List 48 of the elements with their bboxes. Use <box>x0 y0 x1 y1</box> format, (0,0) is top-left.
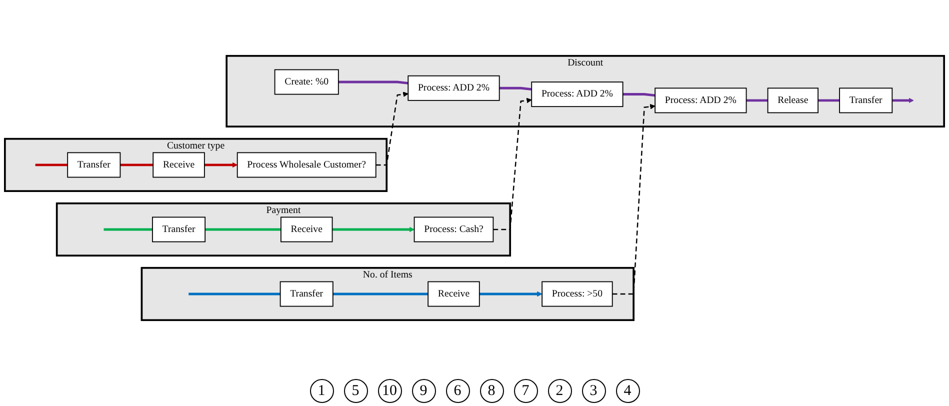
connector <box>332 292 428 296</box>
arrow <box>493 98 532 230</box>
node-box <box>280 281 334 307</box>
callout-number: 5 <box>344 379 368 403</box>
cluster <box>226 54 945 128</box>
arrow <box>332 226 415 232</box>
node-box <box>542 281 613 307</box>
connector <box>205 228 281 231</box>
arrow <box>204 162 238 168</box>
connector <box>35 164 68 166</box>
arrow <box>376 92 408 166</box>
cluster <box>4 138 388 192</box>
node-box <box>152 152 205 178</box>
arrow <box>892 98 914 104</box>
node-box <box>428 281 480 307</box>
cluster <box>56 202 512 257</box>
node-box <box>280 216 333 242</box>
callout-number: 4 <box>616 379 640 403</box>
node-box <box>531 82 624 108</box>
flowchart-diagram: No. of Items Payment Customer type Discount Create: %0 Process: ADD 2% Process: ADD 2% Process: ADD 2% Release Transfer Transfer Receive Process Wholesale Customer? Transfer Receive Process: Cash? Transfer Receive Process: >50 <box>0 0 949 376</box>
connector <box>188 292 280 296</box>
connector <box>499 86 532 91</box>
connector <box>622 93 656 97</box>
callout-number: 10 <box>378 379 402 403</box>
arrow <box>612 104 656 295</box>
connector <box>818 99 840 102</box>
node-box <box>67 152 121 178</box>
callout-number: 2 <box>548 379 572 403</box>
callout-number: 1 <box>310 379 334 403</box>
connector <box>120 164 154 166</box>
node-box <box>414 216 494 242</box>
callout-number: 9 <box>412 379 436 403</box>
node-box <box>654 88 747 114</box>
node-box <box>839 88 893 114</box>
callout-number: 3 <box>582 379 606 403</box>
connector <box>338 80 408 84</box>
callout-number: 7 <box>514 379 538 403</box>
node-box <box>767 88 818 114</box>
node-box <box>152 216 206 242</box>
node-box <box>408 75 500 101</box>
node-box <box>236 152 376 178</box>
node-box <box>274 69 339 95</box>
callout-number: 6 <box>446 379 470 403</box>
callout-number: 8 <box>480 379 504 403</box>
connector <box>104 228 152 231</box>
arrow <box>479 291 542 297</box>
connector <box>746 99 768 102</box>
cluster <box>140 266 634 322</box>
